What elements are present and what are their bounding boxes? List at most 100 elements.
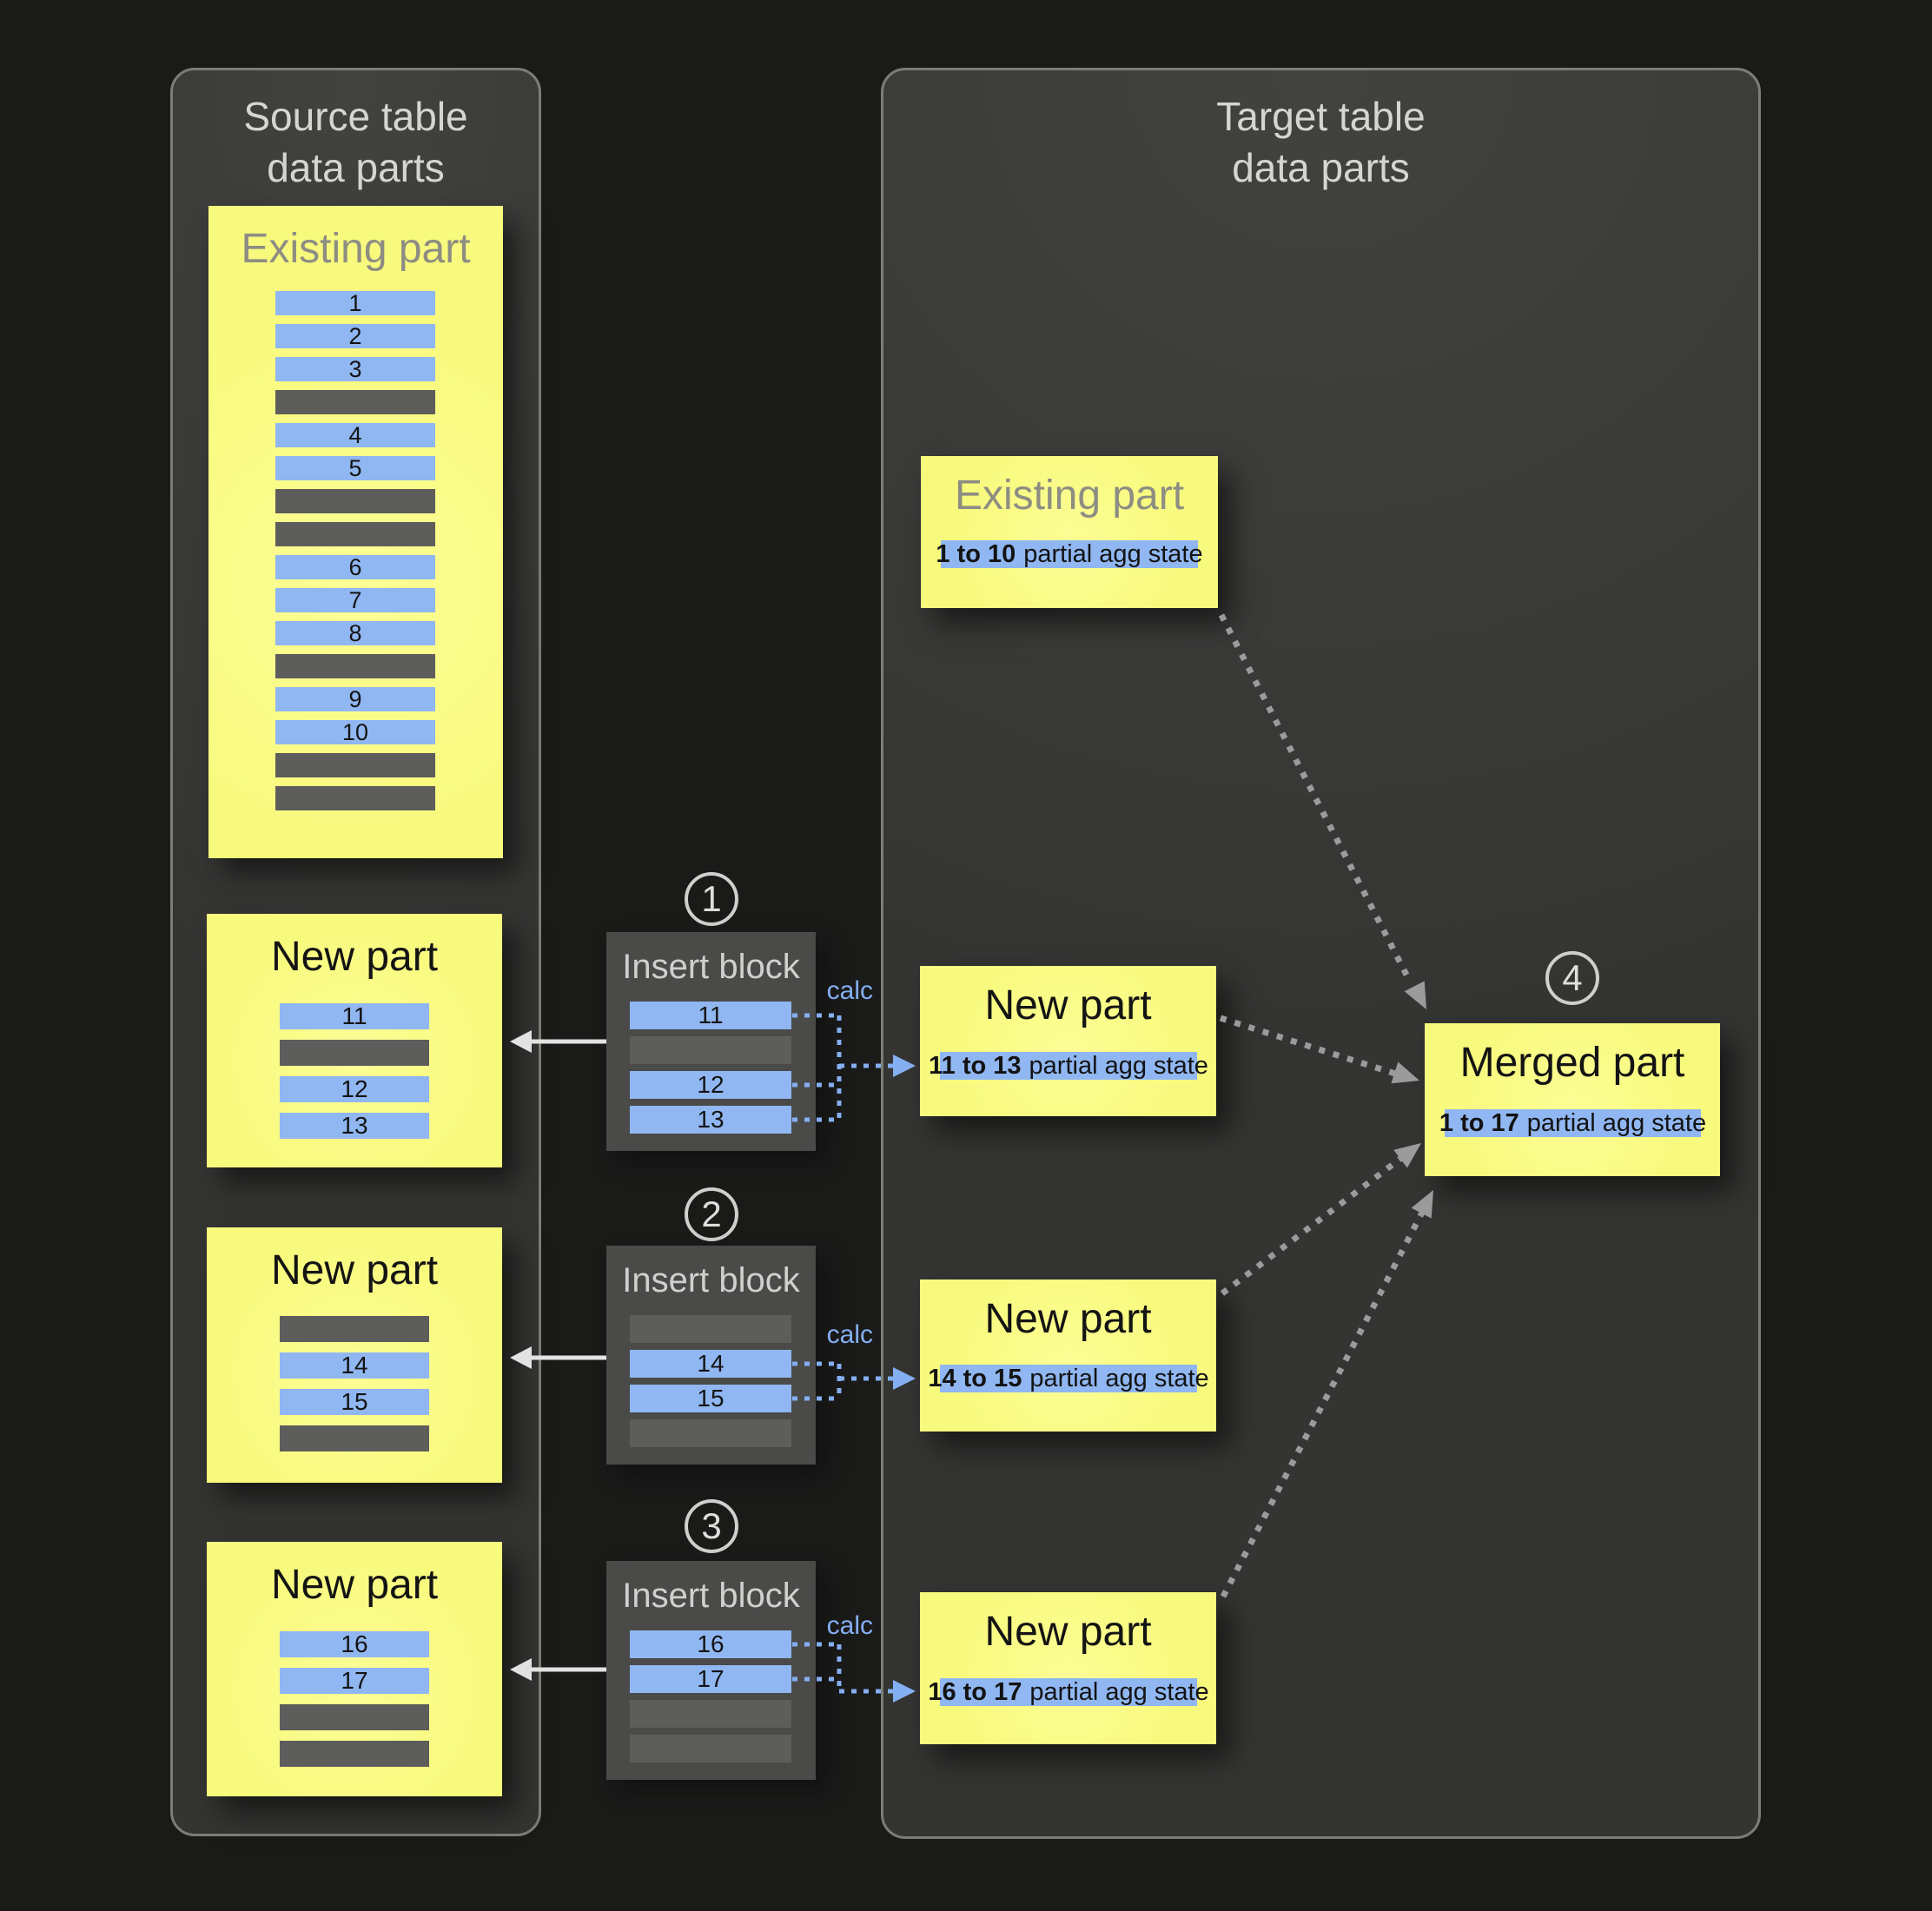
data-row: 9 <box>275 686 435 712</box>
step-2-badge: 2 <box>685 1187 738 1241</box>
target-existing-part-agg-state: 1 to 10 partial agg state <box>936 540 1203 568</box>
target-new-part-3-title: New part <box>984 1609 1152 1655</box>
agg-desc: partial agg state <box>1029 1051 1208 1080</box>
target-new-part-1-title: New part <box>984 982 1152 1028</box>
target-new-part-2-agg-state: 14 to 15 partial agg state <box>928 1365 1209 1392</box>
gap-row <box>630 1735 791 1762</box>
data-row: 17 <box>280 1667 429 1694</box>
data-row: 14 <box>630 1350 791 1378</box>
agg-range: 1 to 17 <box>1439 1108 1519 1137</box>
gap-row <box>275 654 435 678</box>
gap-row <box>630 1700 791 1728</box>
data-row: 14 <box>280 1352 429 1379</box>
target-table-panel: Target table data parts <box>881 68 1761 1839</box>
insert-block-1-rows: 11 12 13 <box>630 1002 791 1141</box>
gap-row <box>275 390 435 414</box>
data-row: 4 <box>275 422 435 448</box>
data-row: 5 <box>275 455 435 481</box>
gap-row <box>275 786 435 810</box>
step-1-badge: 1 <box>685 872 738 926</box>
agg-range: 11 to 13 <box>929 1051 1022 1080</box>
insert-block-2-title: Insert block <box>622 1261 800 1299</box>
calc-label-1: calc <box>826 976 873 1005</box>
data-row: 3 <box>275 356 435 382</box>
gap-row <box>275 489 435 513</box>
gap-row <box>630 1315 791 1343</box>
target-new-part-3-agg-state: 16 to 17 partial agg state <box>928 1678 1209 1706</box>
calc-label-2: calc <box>826 1320 873 1349</box>
data-row: 15 <box>280 1388 429 1415</box>
gap-row <box>280 1425 429 1451</box>
target-new-part-1-agg-state: 11 to 13 partial agg state <box>929 1052 1208 1080</box>
source-new-part-3-title: New part <box>270 1562 439 1608</box>
insert-block-1: Insert block 11 12 13 <box>606 932 816 1151</box>
target-new-part-3: New part <box>920 1592 1216 1744</box>
source-panel-title-line1: Source table <box>243 94 468 139</box>
source-new-part-2-title: New part <box>270 1247 439 1293</box>
target-new-part-2-title: New part <box>984 1296 1152 1342</box>
merged-part: Merged part <box>1425 1023 1720 1176</box>
gap-row <box>280 1040 429 1066</box>
source-panel-title-line2: data parts <box>267 144 445 190</box>
gap-row <box>280 1704 429 1730</box>
data-row: 17 <box>630 1665 791 1693</box>
data-row: 12 <box>630 1071 791 1099</box>
source-new-part-1: New part 11 12 13 <box>207 914 502 1167</box>
data-row: 11 <box>630 1002 791 1029</box>
data-row: 2 <box>275 323 435 349</box>
target-existing-part-title: Existing part <box>954 473 1185 519</box>
step-4-badge: 4 <box>1545 951 1599 1005</box>
target-new-part-1: New part <box>920 966 1216 1116</box>
target-panel-title-line1: Target table <box>1216 94 1426 139</box>
agg-range: 14 to 15 <box>928 1364 1022 1392</box>
data-row: 16 <box>630 1630 791 1658</box>
agg-desc: partial agg state <box>1023 539 1203 568</box>
agg-desc: partial agg state <box>1029 1364 1209 1392</box>
target-panel-title-line2: data parts <box>1232 144 1410 190</box>
data-row: 13 <box>630 1106 791 1134</box>
data-row: 7 <box>275 587 435 613</box>
source-panel-title: Source table data parts <box>173 91 539 194</box>
step-3-badge: 3 <box>685 1499 738 1553</box>
source-existing-part-title: Existing part <box>241 226 471 272</box>
data-row: 13 <box>280 1112 429 1139</box>
gap-row <box>280 1741 429 1767</box>
agg-desc: partial agg state <box>1526 1108 1707 1137</box>
merged-part-agg-state: 1 to 17 partial agg state <box>1439 1109 1706 1137</box>
agg-desc: partial agg state <box>1029 1677 1209 1706</box>
data-row: 15 <box>630 1385 791 1412</box>
calc-label-3: calc <box>826 1611 873 1640</box>
gap-row <box>630 1036 791 1064</box>
data-row: 16 <box>280 1630 429 1657</box>
gap-row <box>630 1419 791 1447</box>
gap-row <box>275 522 435 546</box>
gap-row <box>275 753 435 777</box>
gap-row <box>280 1316 429 1342</box>
target-panel-title: Target table data parts <box>883 91 1758 194</box>
insert-block-1-title: Insert block <box>622 948 800 986</box>
data-row: 1 <box>275 290 435 316</box>
source-new-part-1-rows: 11 12 13 <box>280 1002 429 1149</box>
target-existing-part: Existing part <box>921 456 1218 608</box>
insert-block-3-title: Insert block <box>622 1577 800 1615</box>
data-row: 11 <box>280 1002 429 1029</box>
data-row: 12 <box>280 1075 429 1102</box>
agg-range: 1 to 10 <box>936 539 1016 568</box>
data-row: 6 <box>275 554 435 580</box>
source-new-part-1-title: New part <box>270 934 439 980</box>
data-row: 8 <box>275 620 435 646</box>
target-new-part-2: New part <box>920 1280 1216 1432</box>
source-existing-part: Existing part 1 2 3 4 5 6 7 8 9 10 <box>208 206 503 858</box>
data-row: 10 <box>275 719 435 745</box>
source-existing-part-rows: 1 2 3 4 5 6 7 8 9 10 <box>275 290 435 819</box>
merged-part-title: Merged part <box>1459 1040 1685 1086</box>
